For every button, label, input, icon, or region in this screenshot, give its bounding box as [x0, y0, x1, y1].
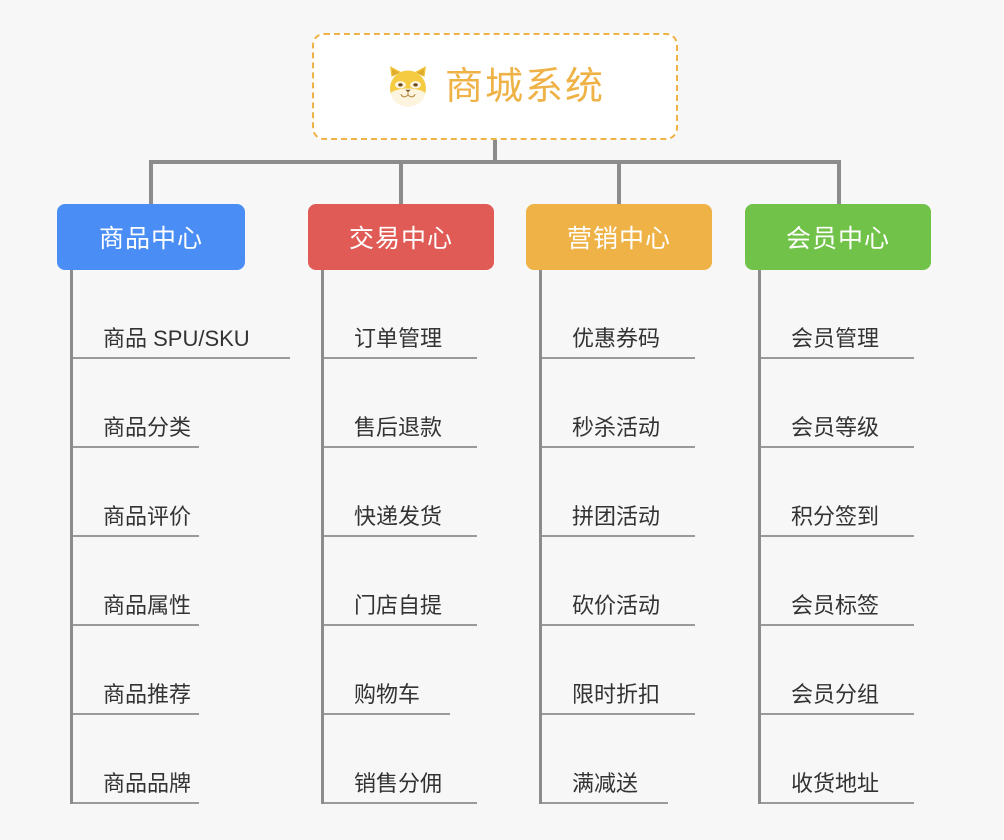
list-item-label: 商品品牌 — [103, 770, 192, 796]
list-item-label: 会员管理 — [791, 325, 880, 351]
list-item[interactable]: 商品品牌 — [73, 715, 199, 804]
branch-items-member: 会员管理 会员等级 积分签到 会员标签 会员分组 收货地址 — [758, 270, 914, 804]
branch-header-label: 营销中心 — [566, 225, 671, 253]
list-item-label: 订单管理 — [354, 325, 443, 351]
list-item-label: 门店自提 — [354, 592, 443, 618]
branch-header-label: 交易中心 — [348, 225, 453, 253]
list-item-label: 限时折扣 — [572, 681, 661, 707]
list-item-label: 会员分组 — [791, 681, 880, 707]
list-item-label: 积分签到 — [791, 503, 880, 529]
list-item[interactable]: 门店自提 — [324, 537, 477, 626]
branch-items-product: 商品 SPU/SKU 商品分类 商品评价 商品属性 商品推荐 商品品牌 — [70, 270, 290, 804]
list-item-label: 优惠券码 — [572, 325, 661, 351]
branch-header-product[interactable]: 商品中心 — [57, 204, 245, 270]
branch-header-marketing[interactable]: 营销中心 — [526, 204, 712, 270]
list-item[interactable]: 收货地址 — [761, 715, 914, 804]
list-item[interactable]: 限时折扣 — [542, 626, 695, 715]
list-item[interactable]: 满减送 — [542, 715, 668, 804]
connector-drop-branch-1 — [399, 160, 403, 206]
list-item[interactable]: 销售分佣 — [324, 715, 477, 804]
list-item-label: 购物车 — [354, 681, 421, 707]
branch-items-trade: 订单管理 售后退款 快递发货 门店自提 购物车 销售分佣 — [321, 270, 477, 804]
list-item[interactable]: 商品 SPU/SKU — [73, 270, 290, 359]
list-item-label: 砍价活动 — [572, 592, 661, 618]
list-item-label: 拼团活动 — [572, 503, 661, 529]
branch-column-member: 会员中心 会员管理 会员等级 积分签到 会员标签 会员分组 收货地址 — [745, 204, 931, 804]
connector-root-stem — [493, 140, 497, 162]
list-item-label: 秒杀活动 — [572, 414, 661, 440]
list-item[interactable]: 订单管理 — [324, 270, 477, 359]
list-item-label: 售后退款 — [354, 414, 443, 440]
list-item-label: 商品属性 — [103, 592, 192, 618]
list-item[interactable]: 优惠券码 — [542, 270, 695, 359]
list-item-label: 快递发货 — [354, 503, 443, 529]
connector-drop-branch-3 — [837, 160, 841, 206]
list-item-label: 收货地址 — [791, 770, 880, 796]
branch-column-marketing: 营销中心 优惠券码 秒杀活动 拼团活动 砍价活动 限时折扣 满减送 — [526, 204, 712, 804]
list-item[interactable]: 砍价活动 — [542, 537, 695, 626]
list-item-label: 商品 SPU/SKU — [103, 325, 250, 351]
branch-column-product: 商品中心 商品 SPU/SKU 商品分类 商品评价 商品属性 商品推荐 商品品牌 — [57, 204, 290, 804]
list-item-label: 商品评价 — [103, 503, 192, 529]
list-item[interactable]: 商品分类 — [73, 359, 199, 448]
list-item[interactable]: 购物车 — [324, 626, 450, 715]
list-item[interactable]: 积分签到 — [761, 448, 914, 537]
list-item-label: 销售分佣 — [354, 770, 443, 796]
list-item[interactable]: 快递发货 — [324, 448, 477, 537]
connector-drop-branch-2 — [617, 160, 621, 206]
list-item-label: 商品分类 — [103, 414, 192, 440]
shiba-dog-icon — [390, 65, 426, 106]
connector-horizontal-bus — [149, 160, 841, 164]
branch-column-trade: 交易中心 订单管理 售后退款 快递发货 门店自提 购物车 销售分佣 — [308, 204, 494, 804]
list-item[interactable]: 会员等级 — [761, 359, 914, 448]
list-item-label: 商品推荐 — [103, 681, 192, 707]
connector-drop-branch-0 — [149, 160, 153, 206]
list-item[interactable]: 会员分组 — [761, 626, 914, 715]
list-item[interactable]: 商品评价 — [73, 448, 199, 537]
list-item[interactable]: 拼团活动 — [542, 448, 695, 537]
list-item-label: 满减送 — [572, 770, 639, 796]
list-item[interactable]: 会员标签 — [761, 537, 914, 626]
branch-header-member[interactable]: 会员中心 — [745, 204, 931, 270]
list-item-label: 会员标签 — [791, 592, 880, 618]
branch-header-label: 商品中心 — [98, 225, 203, 253]
list-item[interactable]: 秒杀活动 — [542, 359, 695, 448]
branch-header-trade[interactable]: 交易中心 — [308, 204, 494, 270]
branch-header-label: 会员中心 — [785, 225, 890, 253]
list-item[interactable]: 售后退款 — [324, 359, 477, 448]
root-title: 商城系统 — [444, 65, 605, 108]
branch-items-marketing: 优惠券码 秒杀活动 拼团活动 砍价活动 限时折扣 满减送 — [539, 270, 695, 804]
list-item[interactable]: 会员管理 — [761, 270, 914, 359]
list-item-label: 会员等级 — [791, 414, 880, 440]
root-node[interactable]: 商城系统 — [312, 33, 678, 140]
list-item[interactable]: 商品推荐 — [73, 626, 199, 715]
list-item[interactable]: 商品属性 — [73, 537, 199, 626]
